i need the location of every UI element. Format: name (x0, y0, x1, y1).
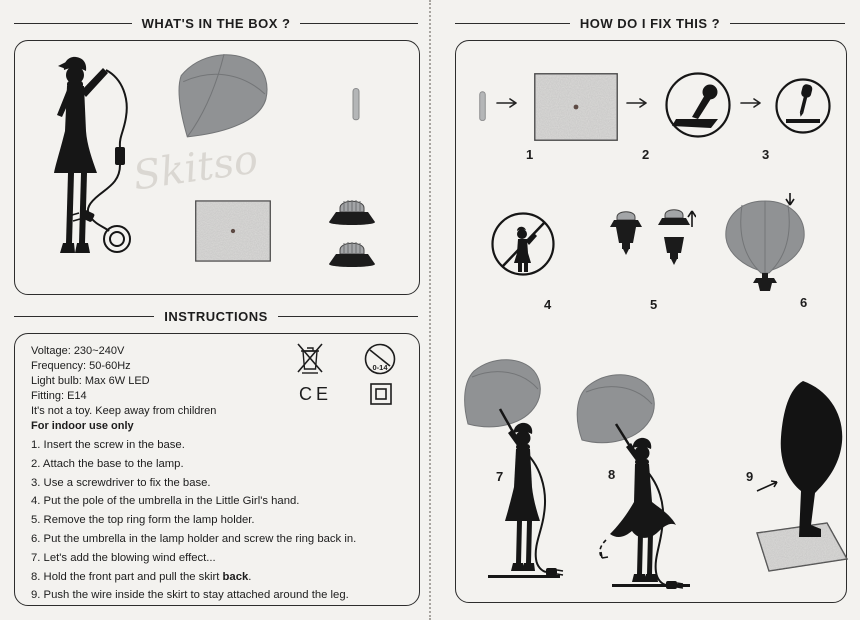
age-restriction-label: 0-14 (372, 363, 388, 372)
screw-illustration (352, 88, 360, 121)
fold-line (429, 0, 431, 620)
step9-wire-in-skirt-closeup-illustration (756, 381, 849, 572)
instruction-step-5: 5. Remove the top ring form the lamp hol… (31, 514, 255, 527)
instructions-panel: Voltage: 230~240V Frequency: 50-60Hz Lig… (14, 333, 420, 606)
header-rule-left (455, 23, 570, 24)
step-number-8: 8 (608, 467, 616, 482)
spec-warning: It's not a toy. Keep away from children (31, 405, 217, 417)
base-plate-illustration (195, 200, 271, 262)
step7-girl-holding-umbrella-illustration (464, 359, 564, 578)
instruction-step-6: 6. Put the umbrella in the lamp holder a… (31, 532, 357, 545)
spec-indoor-only: For indoor use only (31, 420, 134, 432)
header-rule-right (730, 23, 845, 24)
instructions-title: INSTRUCTIONS (164, 309, 268, 324)
whats-in-the-box-title: WHAT'S IN THE BOX ? (141, 16, 291, 31)
spec-voltage: Voltage: 230~240V (31, 345, 125, 357)
step-number-2: 2 (642, 147, 650, 162)
step8-wind-effect-illustration (576, 374, 690, 589)
step6-umbrella-in-holder-illustration (725, 193, 805, 291)
header-rule-right (300, 23, 418, 24)
weee-bin-icon (297, 343, 323, 374)
step-number-6: 6 (800, 295, 808, 310)
header-rule-right (277, 316, 418, 317)
instruction-step-7: 7. Let's add the blowing wind effect... (31, 551, 216, 564)
instruction-step-8: 8. Hold the front part and pull the skir… (31, 568, 356, 587)
arrow-down-icon (785, 193, 795, 206)
arrow-right-icon (626, 98, 647, 108)
instruction-step-2: 2. Attach the base to the lamp. (31, 457, 184, 470)
box-contents-panel: Skitso (14, 40, 420, 295)
how-do-i-fix-title: HOW DO I FIX THIS ? (579, 16, 721, 31)
step-number-4: 4 (544, 297, 552, 312)
step-8-bold-word: back (222, 570, 249, 583)
instruction-step-3: 3. Use a screwdriver to fix the base. (31, 476, 211, 489)
lamp-socket-on-cord (115, 147, 125, 165)
base-plate-illustration (534, 73, 618, 141)
fixing-steps-panel: 1 2 3 (455, 40, 849, 603)
lamp-holder-rings-illustration (329, 200, 375, 267)
step5-remove-ring-illustration (610, 209, 696, 265)
age-restriction-icon: 0-14 (364, 343, 396, 375)
instruction-step-4: 4. Put the pole of the umbrella in the L… (31, 495, 300, 508)
how-do-i-fix-header: HOW DO I FIX THIS ? (455, 16, 845, 31)
arrow-right-icon (740, 98, 761, 108)
arrow-up-icon (687, 210, 696, 227)
little-girl-silhouette-illustration (54, 56, 131, 253)
spec-bulb: Light bulb: Max 6W LED (31, 375, 150, 387)
spec-frequency: Frequency: 50-60Hz (31, 360, 131, 372)
header-rule-left (14, 23, 132, 24)
step-number-1: 1 (526, 147, 534, 162)
step3-screwdriver-illustration (775, 78, 831, 134)
arrow-right-icon (496, 98, 517, 108)
specifications: Voltage: 230~240V Frequency: 50-60Hz Lig… (31, 344, 216, 434)
step4-girl-with-pole-illustration (491, 212, 555, 276)
ce-mark: CE (299, 384, 333, 404)
dashed-pull-arrow-icon (599, 539, 609, 559)
step-number-5: 5 (650, 297, 658, 312)
step2-attach-base-illustration (665, 72, 731, 138)
instruction-step-9: 9. Push the wire inside the skirt to sta… (31, 589, 349, 602)
screw-illustration (479, 91, 486, 121)
step-number-7: 7 (496, 469, 504, 484)
center-screw-hole (230, 228, 236, 234)
double-insulation-icon (370, 383, 392, 405)
step-number-9: 9 (746, 469, 754, 484)
spec-fitting: Fitting: E14 (31, 390, 87, 402)
step-8-period: . (248, 570, 252, 583)
header-rule-left (14, 316, 155, 317)
instruction-step-1: 1. Insert the screw in the base. (31, 439, 185, 451)
whats-in-the-box-header: WHAT'S IN THE BOX ? (14, 16, 418, 31)
center-screw-hole (573, 104, 579, 110)
assembly-steps-list: 1. Insert the screw in the base. 2. Atta… (31, 436, 356, 605)
step-number-3: 3 (762, 147, 770, 162)
umbrella-canopy-illustration (178, 54, 268, 138)
arrow-toward-leg-icon (756, 480, 778, 492)
instructions-header: INSTRUCTIONS (14, 309, 418, 324)
step-8-text: 8. Hold the front part and pull the skir… (31, 570, 223, 583)
